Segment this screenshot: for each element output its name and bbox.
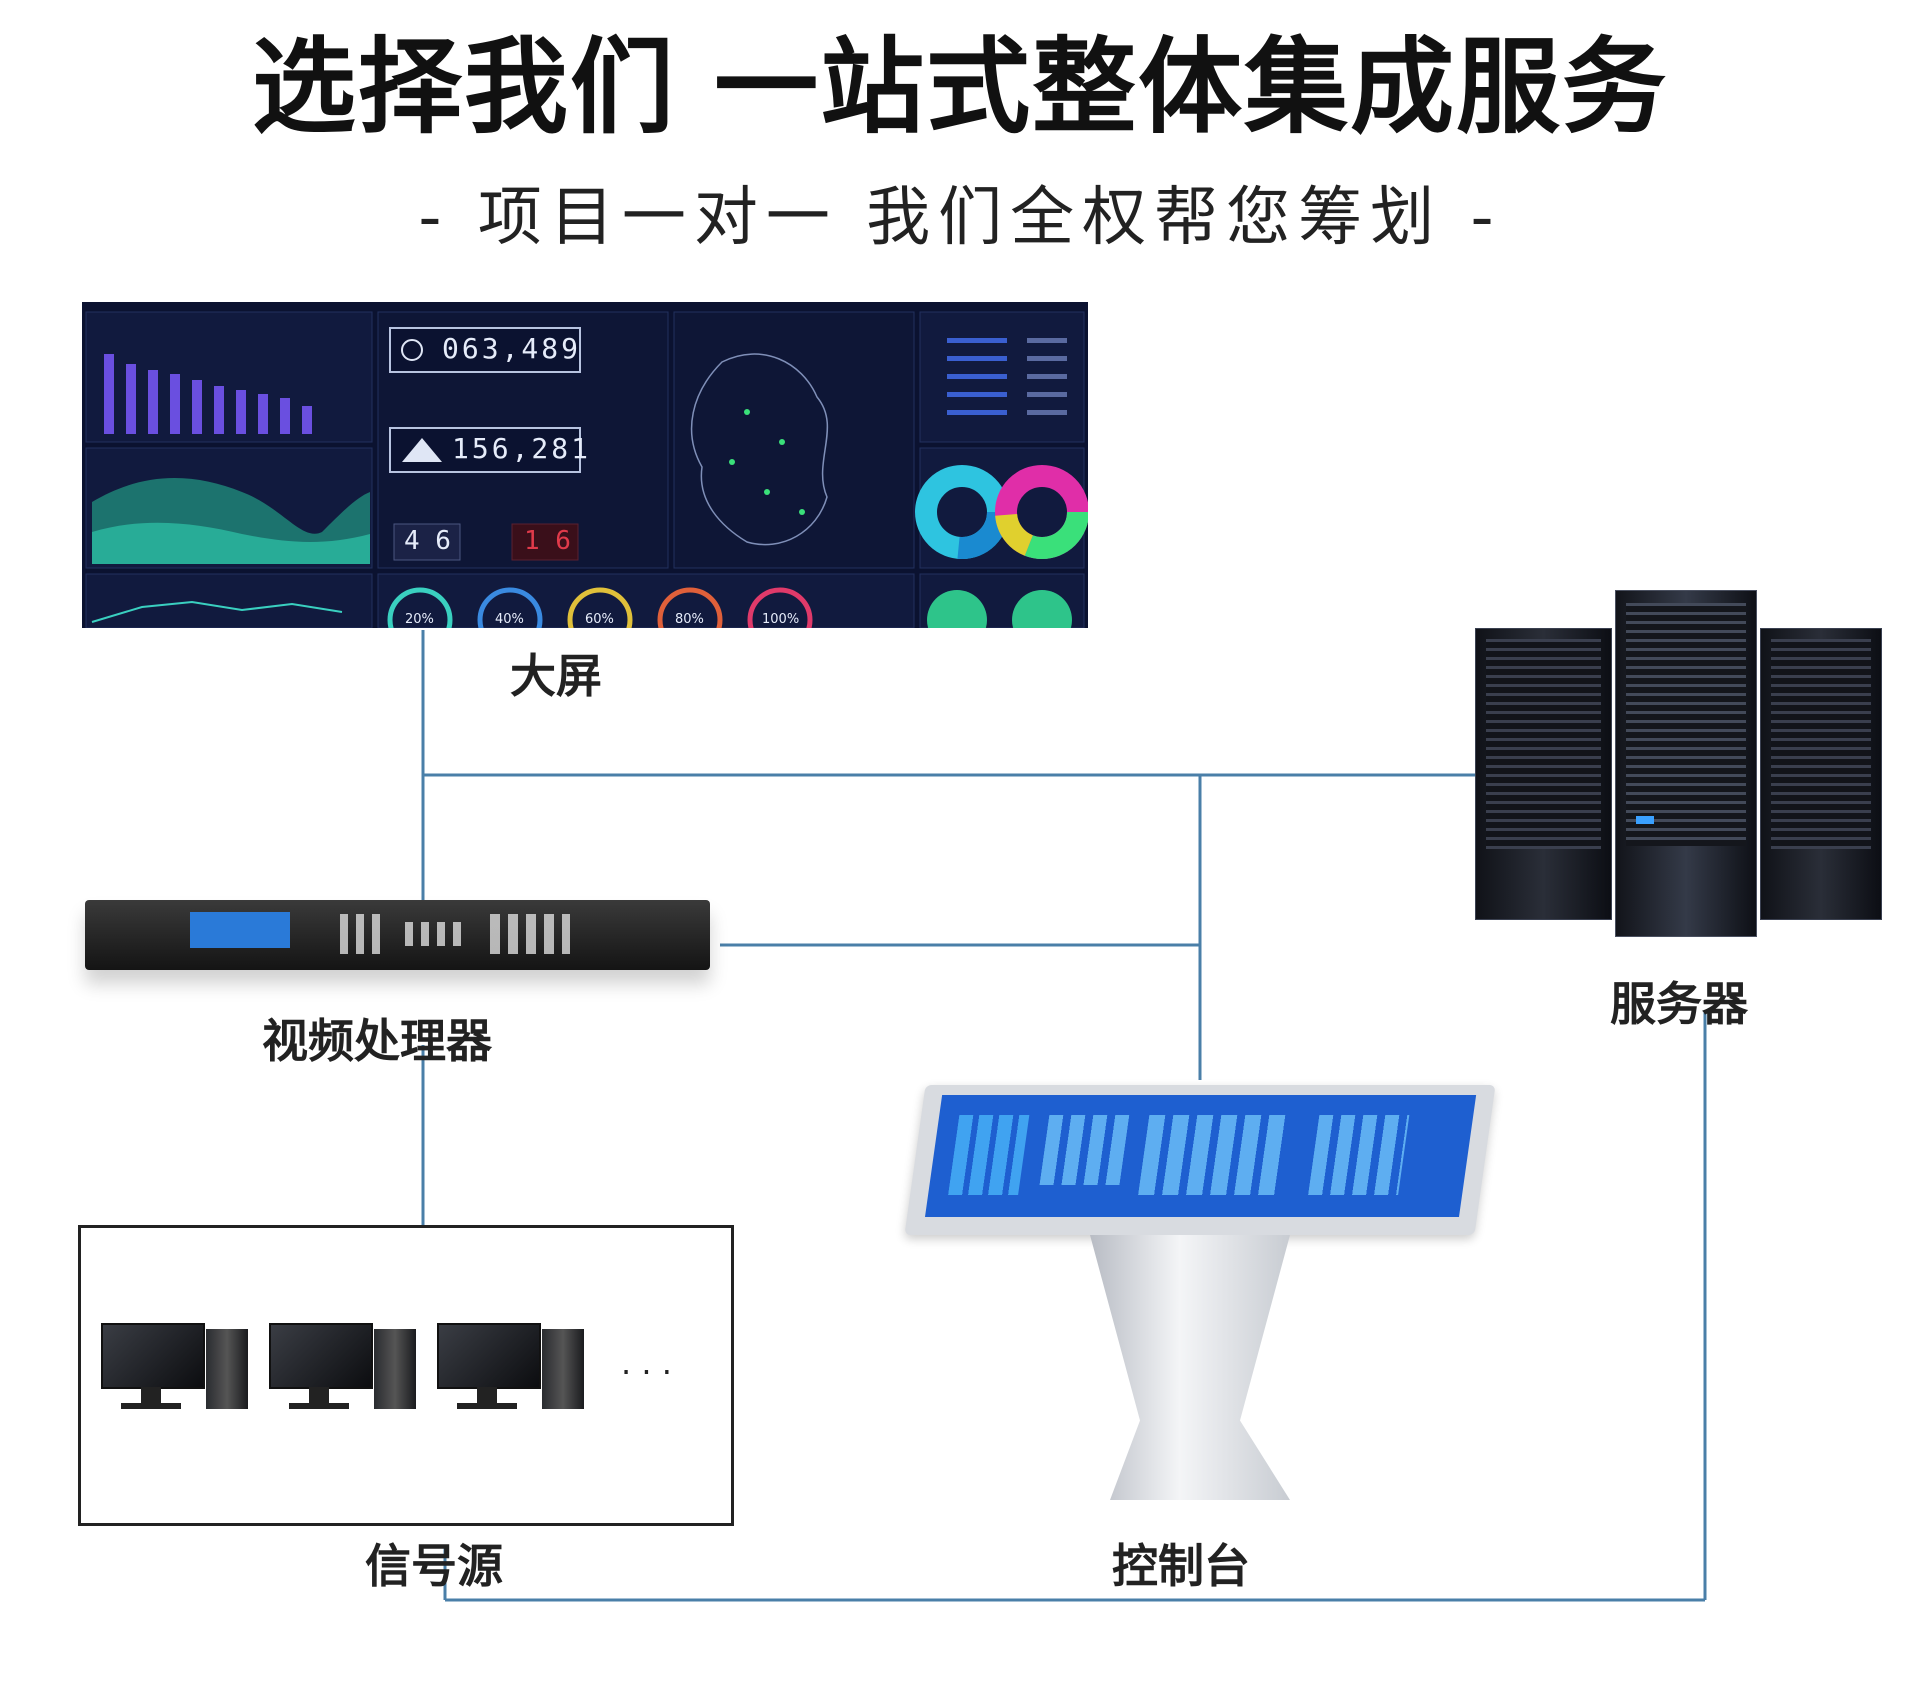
pc-2: [269, 1323, 419, 1423]
signal-source-box: · · ·: [78, 1225, 734, 1526]
page-subtitle: - 项目一对一 我们全权帮您筹划 -: [418, 181, 1502, 255]
pc-1: [101, 1323, 251, 1423]
page-title: 选择我们 一站式整体集成服务: [251, 26, 1669, 148]
label-signal-source: 信号源: [365, 1539, 503, 1593]
ring-label-1: 20%: [405, 612, 434, 627]
server-unit-right: [1760, 628, 1882, 920]
dashboard-graphic: [85, 311, 1088, 628]
ring-label-4: 80%: [675, 612, 704, 627]
processor-button-grid-1: [340, 914, 384, 954]
console-stand: [1090, 1235, 1290, 1500]
label-video-processor: 视频处理器: [262, 1014, 492, 1068]
pc-3: [437, 1323, 587, 1423]
server-rack: [1475, 590, 1882, 940]
counter-4: 1 6: [524, 526, 571, 556]
processor-button-grid-3: [490, 914, 570, 954]
ring-label-3: 60%: [585, 612, 614, 627]
counter-1: 063,489: [442, 332, 582, 365]
label-big-screen: 大屏: [510, 649, 602, 703]
counter-3: 4 6: [404, 526, 451, 556]
console-screen: [904, 1085, 1496, 1235]
processor-lcd: [190, 912, 290, 948]
more-sources-ellipsis: · · ·: [621, 1353, 672, 1391]
big-screen-dashboard: 063,489 156,281 4 6 1 6 20% 40% 60% 80% …: [82, 302, 1088, 628]
server-unit-center: [1615, 590, 1757, 937]
ring-label-5: 100%: [762, 612, 800, 627]
label-console: 控制台: [1112, 1539, 1250, 1593]
video-processor-device: [85, 900, 710, 970]
processor-button-grid-2: [405, 922, 467, 946]
counter-2: 156,281: [452, 432, 592, 465]
server-unit-left: [1475, 628, 1612, 920]
label-server: 服务器: [1610, 977, 1748, 1031]
ring-label-2: 40%: [495, 612, 524, 627]
touch-console-kiosk: [904, 1085, 1496, 1525]
